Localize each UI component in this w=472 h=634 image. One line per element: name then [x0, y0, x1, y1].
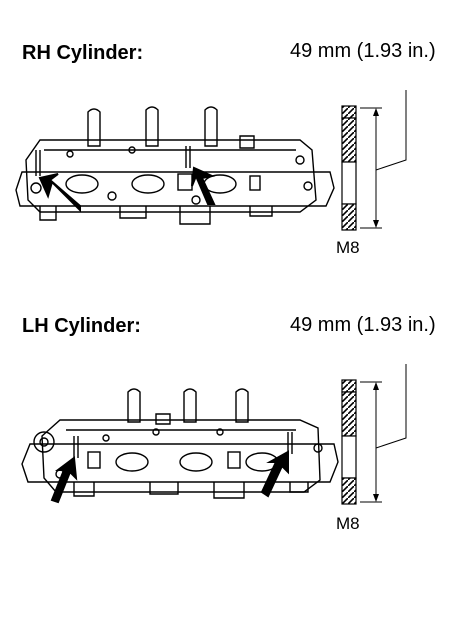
rh-cylinder-title: RH Cylinder: — [22, 42, 144, 64]
rh-manifold-drawing — [15, 106, 335, 225]
lh-arrow-right — [260, 450, 289, 498]
lh-cylinder-title: LH Cylinder: — [22, 315, 141, 337]
rh-bolt-size: M8 — [336, 238, 360, 257]
lh-bolt-size: M8 — [336, 514, 360, 533]
lh-bolt-length: 49 mm (1.93 in.) — [290, 314, 436, 336]
lh-arrow-left — [50, 456, 78, 504]
rh-arrow-right — [191, 166, 216, 205]
rh-stud-bolt-drawing — [341, 90, 407, 231]
lh-stud-bolt-drawing — [341, 364, 407, 505]
lh-manifold-drawing — [21, 388, 339, 499]
rh-arrow-left — [38, 173, 81, 213]
rh-bolt-length: 49 mm (1.93 in.) — [290, 40, 436, 62]
